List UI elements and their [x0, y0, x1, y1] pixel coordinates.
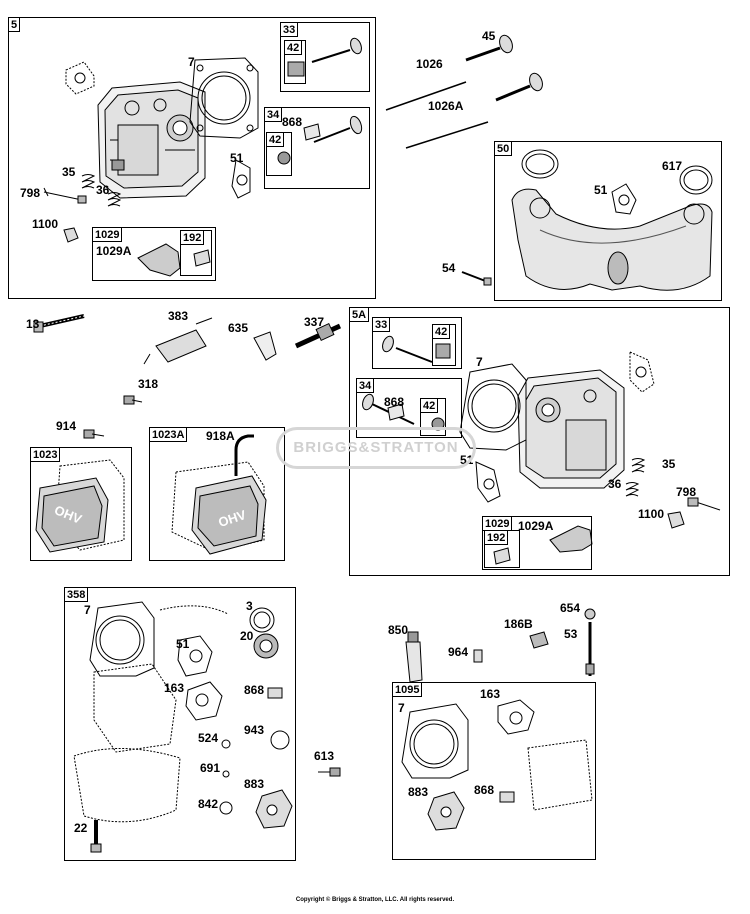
label-51-358: 51	[176, 637, 190, 651]
section-1023A-box	[149, 427, 285, 561]
label-7: 7	[188, 55, 195, 69]
tag-1095: 1095	[392, 682, 423, 697]
label-7-5A: 7	[476, 355, 483, 369]
section-1029A-box	[482, 516, 592, 570]
label-7-1095: 7	[398, 701, 405, 715]
section-358-box	[64, 587, 296, 861]
label-691: 691	[200, 761, 221, 775]
label-163: 163	[164, 681, 185, 695]
label-3: 3	[246, 599, 253, 613]
tag-358: 358	[64, 587, 89, 602]
tag-1023: 1023	[30, 447, 61, 462]
label-868: 868	[282, 115, 303, 129]
tag-33: 33	[280, 22, 299, 37]
label-914: 914	[56, 419, 77, 433]
section-1029-box	[92, 227, 216, 281]
tag-42b: 42	[266, 132, 285, 147]
label-798-5A: 798	[676, 485, 697, 499]
tag-192A: 192	[484, 530, 509, 545]
label-943: 943	[244, 723, 265, 737]
label-13: 13	[26, 317, 40, 331]
tag-33A: 33	[372, 317, 391, 332]
section-33A-box	[372, 317, 462, 369]
section-1023-box	[30, 447, 132, 561]
label-36: 36	[96, 183, 110, 197]
tag-34: 34	[264, 107, 283, 122]
cylinder-head-illustration-5A	[517, 369, 625, 489]
tag-42d: 42	[420, 398, 439, 413]
cylinder-head-illustration	[97, 81, 206, 199]
label-35-5A: 35	[662, 457, 676, 471]
tag-1029A: 1029	[482, 516, 513, 531]
label-318: 318	[138, 377, 159, 391]
label-163-1095: 163	[480, 687, 501, 701]
valve-cover-1023	[35, 459, 125, 553]
tag-5: 5	[8, 17, 21, 32]
brand-watermark: BRIGGS&STRATTON	[276, 427, 476, 469]
section-34-box	[264, 107, 370, 189]
section-34A-box	[356, 378, 462, 438]
label-1029A: 1029A	[96, 244, 132, 258]
label-51: 51	[230, 151, 244, 165]
section-50-box	[494, 141, 722, 301]
copyright-notice: Copyright © Briggs & Stratton, LLC. All …	[295, 897, 455, 903]
label-1029A-5A: 1029A	[518, 519, 554, 533]
section-5A-box	[349, 307, 730, 576]
label-883-1095: 883	[408, 785, 429, 799]
tag-34A: 34	[356, 378, 375, 393]
label-1026A: 1026A	[428, 99, 464, 113]
label-868-1095: 868	[474, 783, 495, 797]
label-53: 53	[564, 627, 578, 641]
label-964: 964	[448, 645, 469, 659]
label-36-5A: 36	[608, 477, 622, 491]
label-850: 850	[388, 623, 409, 637]
label-51b: 51	[594, 183, 608, 197]
label-868-358: 868	[244, 683, 265, 697]
label-654: 654	[560, 601, 581, 615]
label-22: 22	[74, 821, 88, 835]
label-20: 20	[240, 629, 254, 643]
label-45: 45	[482, 29, 496, 43]
label-1026: 1026	[416, 57, 443, 71]
label-337: 337	[304, 315, 325, 329]
label-617: 617	[662, 159, 683, 173]
tag-42: 42	[284, 40, 303, 55]
label-918A: 918A	[206, 429, 235, 443]
label-383: 383	[168, 309, 189, 323]
label-613: 613	[314, 749, 335, 763]
label-842: 842	[198, 797, 219, 811]
label-54: 54	[442, 261, 456, 275]
intake-manifold	[511, 188, 713, 291]
valve-springs	[81, 174, 122, 207]
tag-192: 192	[180, 230, 205, 245]
section-33-box	[280, 22, 370, 92]
label-635: 635	[228, 321, 249, 335]
gasket-set-358	[73, 601, 293, 853]
label-186B: 186B	[504, 617, 533, 631]
tag-5A: 5A	[349, 307, 370, 322]
tag-1023A: 1023A	[149, 427, 188, 442]
label-1100: 1100	[32, 217, 59, 231]
section-5-box	[8, 17, 376, 299]
tag-1029: 1029	[92, 227, 123, 242]
gasket-set-1095	[401, 699, 593, 831]
tag-50: 50	[494, 141, 513, 156]
label-7-358: 7	[84, 603, 91, 617]
section-1095-box	[392, 682, 596, 860]
head-gasket	[189, 57, 259, 139]
label-524: 524	[198, 731, 219, 745]
tag-42c: 42	[432, 324, 451, 339]
label-798: 798	[20, 186, 41, 200]
label-1100-5A: 1100	[638, 507, 665, 521]
label-868-5A: 868	[384, 395, 405, 409]
label-883: 883	[244, 777, 265, 791]
label-35: 35	[62, 165, 76, 179]
valve-cover-1023A	[171, 434, 267, 555]
